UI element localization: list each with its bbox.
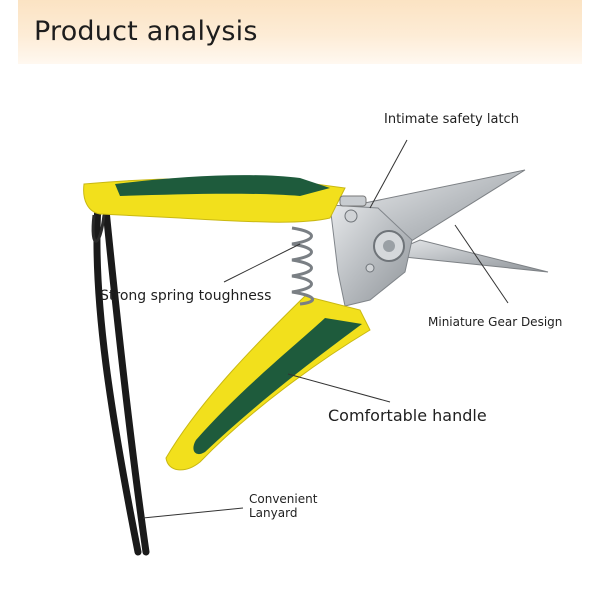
leader-handle	[287, 373, 391, 403]
lanyard-loop	[91, 214, 106, 243]
callout-handle: Comfortable handle	[328, 406, 487, 425]
leader-gear	[454, 224, 509, 304]
lower-handle-green	[193, 318, 362, 455]
leader-lanyard	[142, 507, 244, 519]
callout-gear: Miniature Gear Design	[428, 315, 563, 329]
small-rivet-lower	[365, 263, 375, 273]
leader-latch	[369, 139, 408, 209]
header-banner: Product analysis	[18, 0, 582, 64]
callout-lanyard: Convenient Lanyard	[249, 492, 317, 520]
safety-latch	[339, 195, 367, 207]
callout-spring: Strong spring toughness	[100, 288, 272, 304]
small-rivet	[344, 209, 358, 223]
callout-safety-latch: Intimate safety latch	[384, 112, 519, 127]
spring	[291, 226, 314, 306]
leader-spring	[223, 243, 301, 283]
callout-lanyard-line2: Lanyard	[249, 506, 298, 520]
page-title: Product analysis	[34, 16, 258, 47]
lanyard	[93, 201, 150, 556]
upper-handle-green	[115, 175, 330, 196]
callout-lanyard-line1: Convenient	[249, 492, 318, 506]
